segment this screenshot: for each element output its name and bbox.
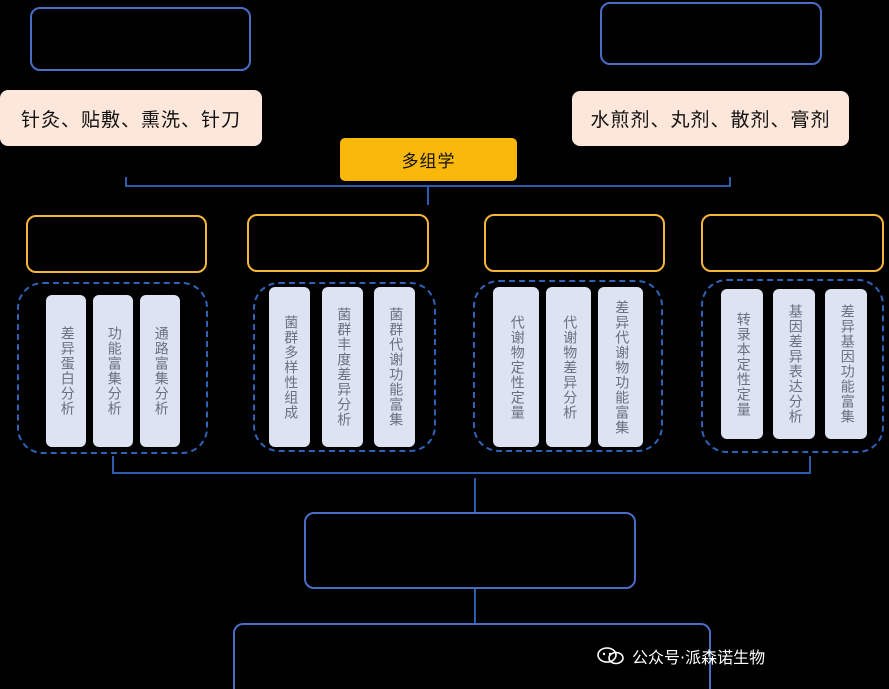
analysis-item: 差异基因功能富集: [825, 289, 867, 439]
watermark-text: 公众号·派森诺生物: [632, 648, 766, 667]
bottom-connector-drop-2: [474, 589, 476, 623]
top-right-empty-box: [600, 2, 822, 65]
top-connector-center-drop: [427, 185, 429, 205]
category-box-2: [247, 214, 429, 272]
top-left-empty-box: [30, 7, 251, 71]
wechat-icon: [596, 646, 626, 666]
analysis-item: 基因差异表达分析: [773, 289, 815, 439]
top-connector-right-tick: [729, 177, 731, 187]
bottom-connector-drop-1: [474, 478, 476, 512]
analysis-item: 功能富集分析: [93, 295, 133, 447]
analysis-item: 差异代谢物功能富集: [598, 287, 643, 447]
analysis-group-4: [701, 279, 884, 453]
bottom-connector-horizontal: [112, 472, 811, 474]
analysis-item: 菌群多样性组成: [269, 287, 310, 447]
integration-empty-box: [304, 512, 636, 589]
bottom-connector-right-tick: [809, 456, 811, 473]
bottom-connector-left-tick: [112, 456, 114, 473]
top-connector-left-tick: [125, 177, 127, 187]
conclusion-empty-box: [233, 623, 711, 689]
analysis-item: 代谢物定性定量: [493, 287, 539, 447]
internal-therapy-box: 水煎剂、丸剂、散剂、膏剂: [572, 91, 849, 146]
analysis-item: 代谢物差异分析: [546, 287, 591, 447]
analysis-group-2: [253, 282, 436, 452]
analysis-group-1: [17, 282, 208, 454]
multi-omics-label: 多组学: [401, 152, 456, 172]
analysis-item: 差异蛋白分析: [46, 295, 86, 447]
internal-therapy-label: 水煎剂、丸剂、散剂、膏剂: [590, 109, 831, 131]
analysis-item: 转录本定性定量: [721, 289, 763, 439]
category-box-1: [26, 215, 207, 273]
analysis-item: 菌群丰度差异分析: [322, 287, 363, 447]
category-box-3: [484, 214, 665, 272]
external-therapy-box: 针灸、贴敷、熏洗、针刀: [0, 90, 262, 146]
category-box-4: [701, 214, 884, 272]
analysis-group-3: [473, 280, 663, 452]
analysis-item: 菌群代谢功能富集: [374, 287, 415, 447]
external-therapy-label: 针灸、贴敷、熏洗、针刀: [20, 108, 241, 131]
analysis-item: 通路富集分析: [140, 295, 180, 447]
multi-omics-title: 多组学: [340, 138, 517, 181]
watermark: 公众号·派森诺生物: [596, 644, 876, 668]
